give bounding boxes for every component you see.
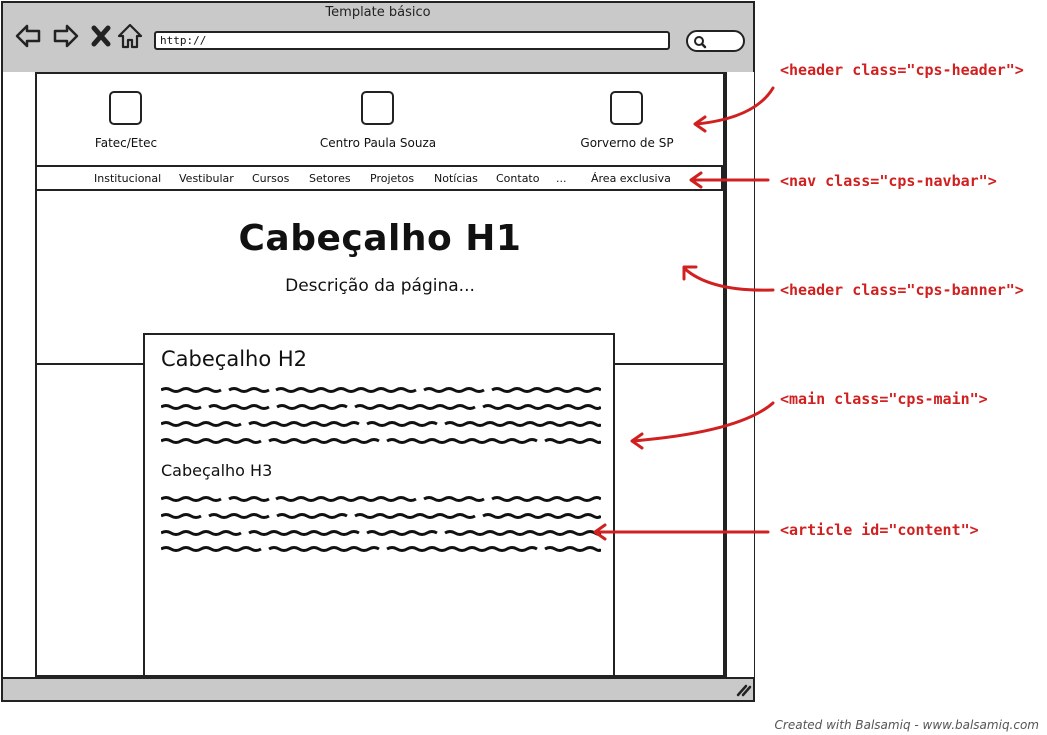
viewport-left-margin [3,72,35,677]
fatec-etec-logo[interactable] [109,91,142,125]
article-content [143,333,615,677]
arrowhead-main [630,432,644,450]
centro-paula-souza-logo[interactable] [361,91,394,125]
resize-grip-icon[interactable] [736,683,752,697]
text-placeholder-line [161,513,601,519]
arrowhead-article [593,523,607,541]
arrow-main [631,401,775,443]
annotation-cps-header: <header class="cps-header"> [780,61,1024,79]
text-placeholder-line [161,404,601,410]
close-icon[interactable] [88,22,116,50]
arrowhead-header [693,115,707,133]
annotation-cps-banner: <header class="cps-banner"> [780,281,1024,299]
nav-item-more[interactable]: ... [556,172,567,185]
arrowhead-navbar [689,171,703,189]
nav-item-vestibular[interactable]: Vestibular [179,172,234,185]
search-field[interactable] [686,30,745,52]
text-placeholder-line [161,530,601,536]
article-heading-h3: Cabeçalho H3 [161,461,273,480]
page-title-h1: Cabeçalho H1 [238,218,522,259]
forward-arrow-icon[interactable] [52,22,80,50]
back-arrow-icon[interactable] [14,22,42,50]
text-placeholder-line [161,438,601,444]
arrow-banner [682,266,775,292]
address-bar[interactable]: http:// [154,31,670,50]
nav-item-institucional[interactable]: Institucional [94,172,162,185]
text-placeholder-line [161,496,601,502]
arrow-header [695,86,775,126]
nav-item-cursos[interactable]: Cursos [252,172,290,185]
annotation-arrows [593,86,775,541]
nav-item-area-exclusiva[interactable]: Área exclusiva [591,172,671,185]
governo-sp-label: Gorverno de SP [580,136,674,150]
nav-item-projetos[interactable]: Projetos [370,172,415,185]
annotation-cps-navbar: <nav class="cps-navbar"> [780,172,997,190]
text-placeholder-line [161,387,601,393]
viewport-scrollbar[interactable] [725,72,754,677]
window-title: Template básico [325,5,431,20]
navbar [35,165,723,191]
annotation-article-content: <article id="content"> [780,521,979,539]
status-bar-divider [3,677,754,679]
annotation-cps-main: <main class="cps-main"> [780,390,988,408]
text-placeholder-line [161,421,601,427]
arrowhead-banner [682,265,698,281]
article-heading-h2: Cabeçalho H2 [161,347,308,371]
page-description: Descrição da página... [285,276,475,296]
balsamiq-credit: Created with Balsamiq - www.balsamiq.com [774,718,1039,732]
fatec-etec-label: Fatec/Etec [94,136,158,150]
search-icon [694,36,707,49]
nav-item-noticias[interactable]: Notícias [434,172,478,185]
nav-item-setores[interactable]: Setores [309,172,351,185]
nav-item-contato[interactable]: Contato [496,172,540,185]
home-icon[interactable] [116,22,144,50]
centro-paula-souza-label: Centro Paula Souza [319,136,437,150]
text-placeholder-line [161,546,601,552]
governo-sp-logo[interactable] [610,91,643,125]
